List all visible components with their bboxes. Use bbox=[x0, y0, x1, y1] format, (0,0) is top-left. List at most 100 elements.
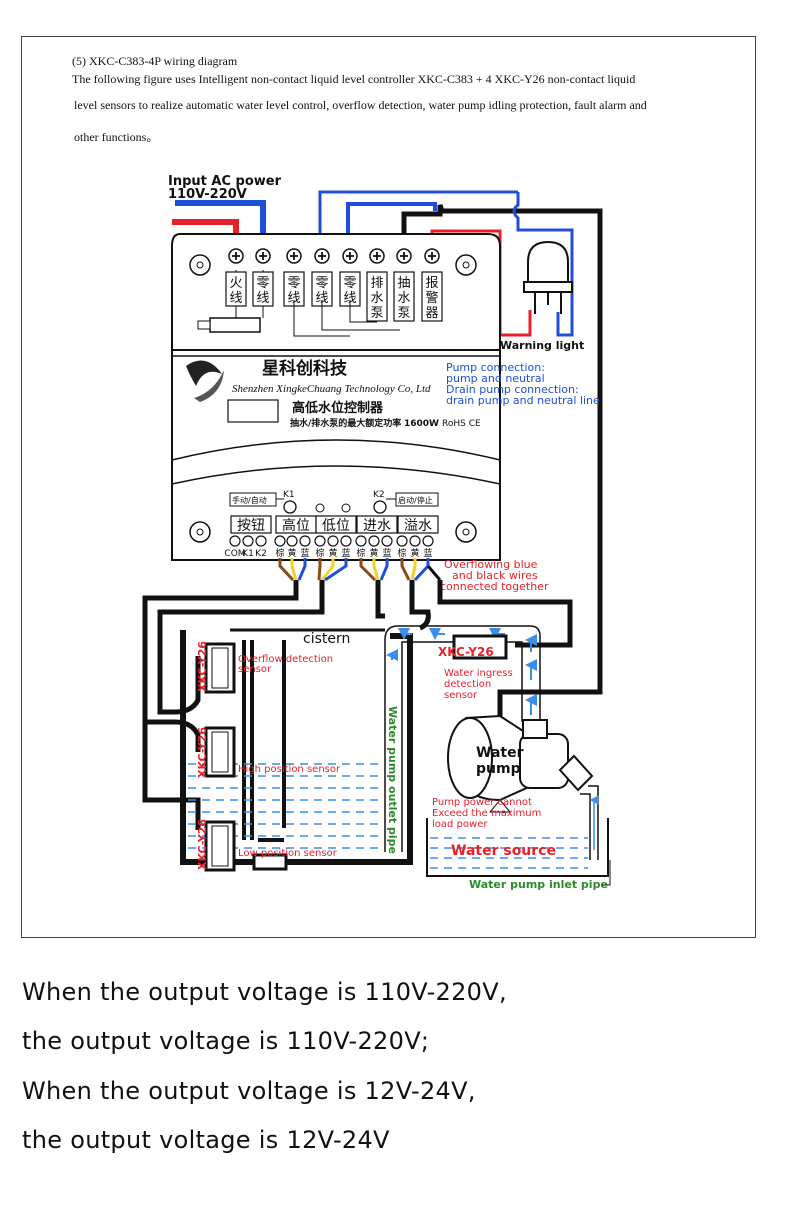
wiring-diagram: Input AC power 110V-220V Warning light bbox=[142, 174, 611, 891]
footer-line-4: the output voltage is 12V-24V bbox=[22, 1126, 390, 1154]
terminal-label-char: 器 bbox=[425, 306, 438, 321]
overflow-note-2: and black wires bbox=[452, 569, 538, 582]
sensor-group-label: 高位 bbox=[282, 517, 310, 534]
terminal-5: 零线 bbox=[339, 248, 361, 307]
terminal-label-char: 线 bbox=[343, 291, 356, 306]
terminal-label-char: 警 bbox=[425, 290, 438, 306]
certification-marks: RoHS CE bbox=[442, 419, 481, 429]
pump-connection-note-3: Drain pump connection: bbox=[446, 383, 579, 396]
outlet-pipe-label: Water pump outlet pipe bbox=[386, 706, 399, 854]
water-source-tank bbox=[426, 818, 609, 877]
description-line-2: level sensors to realize automatic water… bbox=[74, 98, 647, 112]
pin-hole-icon bbox=[355, 535, 367, 547]
overflow-black-wire bbox=[426, 565, 442, 581]
sensor-wire bbox=[400, 558, 411, 581]
k2-mode-tag bbox=[395, 492, 439, 507]
terminal-label-char: 泵 bbox=[370, 306, 383, 321]
terminal-label-char: 线 bbox=[256, 291, 269, 306]
k1-label: K1 bbox=[283, 490, 295, 500]
pin-label: 棕 bbox=[315, 547, 324, 559]
overflow-note-1: Overflowing blue bbox=[444, 558, 538, 571]
plus-icon bbox=[373, 252, 381, 260]
pump-warning-3: load power bbox=[432, 819, 488, 830]
sensor-wire bbox=[317, 558, 322, 581]
sensor-wire bbox=[297, 558, 307, 581]
plus-icon bbox=[428, 252, 436, 260]
terminal-4: 零线 bbox=[311, 248, 333, 307]
plus-icon bbox=[346, 252, 354, 260]
plus-icon bbox=[232, 252, 240, 260]
high-sensor-model: XKC-Y26 bbox=[196, 727, 209, 778]
pump-power-wire bbox=[401, 204, 603, 720]
pin-label: K1 bbox=[242, 549, 254, 559]
overflow-sensor-label-2: sensor bbox=[238, 664, 272, 675]
alarm-wire-blue bbox=[512, 192, 574, 337]
pin-label: COM bbox=[224, 549, 245, 559]
pin-hole-icon bbox=[314, 535, 326, 547]
terminal-label-box bbox=[225, 271, 247, 307]
terminal-label-box bbox=[421, 271, 443, 322]
high-sensor-label: High position sensor bbox=[238, 764, 341, 775]
pin-hole-icon bbox=[327, 535, 339, 547]
pump-label-2: pump bbox=[476, 761, 521, 777]
sensor-group-box bbox=[397, 515, 439, 534]
terminal-label-char: 零 bbox=[315, 276, 328, 291]
footer-line-2: the output voltage is 110V-220V; bbox=[22, 1027, 430, 1055]
terminal-label-box bbox=[252, 271, 274, 307]
terminal-label-char: 水 bbox=[370, 291, 383, 306]
k1-mode-text: 手动/自动 bbox=[232, 495, 267, 505]
pin-hole-icon bbox=[381, 535, 393, 547]
pin-hole-icon bbox=[229, 535, 241, 547]
terminal-label-char: 排 bbox=[370, 276, 383, 291]
pin-hole-icon bbox=[299, 535, 311, 547]
terminal-label-box bbox=[366, 271, 388, 322]
description-line-1: The following figure uses Intelligent no… bbox=[72, 72, 636, 86]
sensor-wire bbox=[290, 558, 298, 581]
sensor-wire bbox=[379, 558, 389, 581]
sensor-wire bbox=[413, 558, 430, 582]
k2-button[interactable] bbox=[373, 500, 387, 514]
pump-connection-note-2: pump and neutral bbox=[446, 372, 545, 385]
terminal-7: 抽水泵 bbox=[393, 248, 415, 322]
water-pump-icon bbox=[447, 714, 594, 813]
pin-label: 棕 bbox=[275, 547, 284, 559]
cistern-sensors bbox=[204, 642, 236, 872]
water-source-label: Water source bbox=[451, 843, 556, 859]
footer-line-3: When the output voltage is 12V-24V, bbox=[22, 1077, 476, 1105]
terminal-3: 零线 bbox=[283, 248, 305, 307]
brand-logo-icon bbox=[186, 360, 224, 402]
indicator-led-1 bbox=[315, 503, 325, 513]
pin-hole-icon bbox=[409, 535, 421, 547]
k1-button[interactable] bbox=[283, 500, 297, 514]
sensor-wire bbox=[410, 558, 417, 581]
sensor-wire bbox=[324, 558, 348, 582]
input-power-label: Input AC power bbox=[168, 174, 282, 189]
k2-mode-text: 启动/停止 bbox=[398, 495, 433, 505]
sensor-group-label: 低位 bbox=[322, 518, 350, 534]
overflow-sensor-label-1: Overflow detection bbox=[238, 654, 333, 665]
description-line-3: other functions。 bbox=[74, 130, 159, 144]
pin-label: 黄 bbox=[328, 547, 337, 559]
pin-hole-icon bbox=[368, 535, 380, 547]
pin-hole-icon bbox=[340, 535, 352, 547]
plus-icon bbox=[318, 252, 326, 260]
terminal-6: 排水泵 bbox=[366, 248, 388, 322]
sensor-group-label: 进水 bbox=[363, 518, 391, 534]
indicator-led-2 bbox=[341, 503, 351, 513]
brand-english: Shenzhen XingkeChuang Technology Co, Ltd bbox=[232, 383, 431, 395]
sensor-cables bbox=[142, 580, 573, 830]
terminal-label-char: 泵 bbox=[397, 306, 410, 321]
sensor-group-box bbox=[356, 515, 398, 534]
pin-label: K2 bbox=[255, 549, 267, 559]
sensor-group-box bbox=[315, 515, 357, 534]
pin-label: 棕 bbox=[397, 547, 406, 559]
terminal-8: 报警器 bbox=[421, 248, 443, 322]
water-source-water bbox=[430, 837, 588, 869]
pin-hole-icon bbox=[274, 535, 286, 547]
terminal-label-char: 抽 bbox=[397, 276, 410, 291]
pump-warning-2: Exceed the maximum bbox=[432, 808, 541, 819]
diagram-title: (5) XKC-C383-4P wiring diagram bbox=[72, 54, 238, 68]
power-rating-chinese: 抽水/排水泵的最大额定功率 bbox=[290, 417, 401, 429]
sensor-wire bbox=[278, 558, 295, 582]
